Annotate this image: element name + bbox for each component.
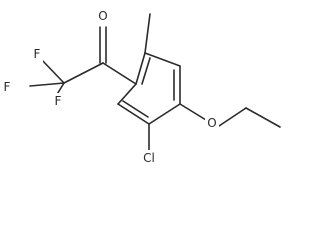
bond-ether-ch2	[218, 107, 247, 127]
ring-bond-2	[144, 52, 181, 67]
atom-labels: O F F F O Cl	[0, 8, 219, 166]
atom-label-fluorine-2: F	[4, 80, 11, 94]
bonds-ketone	[29, 26, 137, 97]
ring-bond-4	[148, 103, 181, 125]
bond-ring-ether-oxygen	[179, 103, 207, 121]
bond-carbonyl-ring	[102, 62, 137, 85]
bonds-substituents	[144, 13, 281, 151]
bonds-benzene-ring	[117, 52, 181, 125]
atom-label-chlorine: Cl	[143, 151, 155, 165]
atom-label-carbonyl-oxygen: O	[98, 9, 107, 23]
bond-cf3-f1	[39, 57, 65, 84]
ring-bond-1-inner	[141, 57, 151, 85]
bond-cf3-f2	[29, 82, 65, 87]
molecule-diagram: O F F F O Cl	[0, 8, 281, 166]
ring-bond-5-inner	[122, 100, 149, 118]
ring-bond-1	[135, 52, 146, 85]
bond-ethyl-ch3	[245, 107, 281, 128]
ring-bond-5	[117, 103, 150, 125]
bond-methyl	[144, 13, 151, 54]
atom-label-fluorine-3: F	[55, 94, 62, 108]
ring-bond-6	[117, 83, 137, 105]
bond-carbonyl-cf3	[63, 62, 104, 84]
atom-label-fluorine-1: F	[34, 47, 41, 61]
atom-label-ether-oxygen: O	[207, 116, 216, 130]
